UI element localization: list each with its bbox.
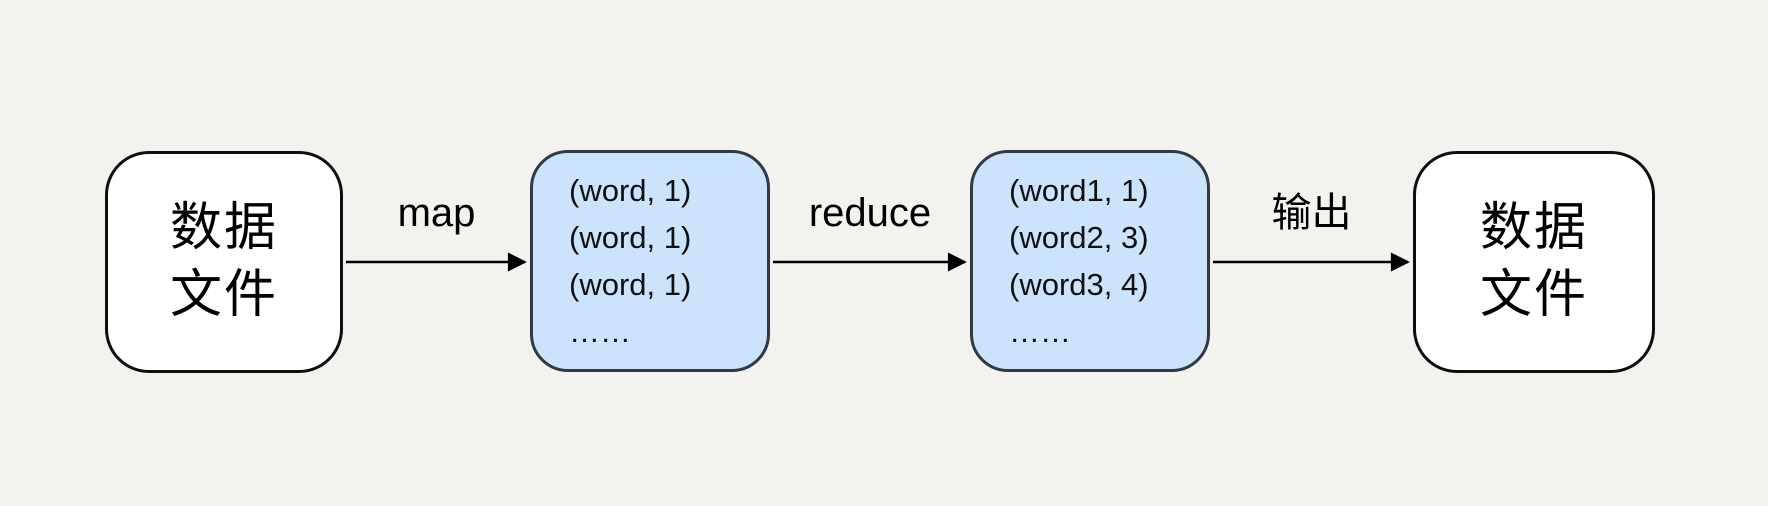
node-output-data-file: 数据 文件 <box>1413 151 1655 373</box>
ellipsis-line: …… <box>569 314 631 349</box>
node-input-data-file: 数据 文件 <box>105 151 343 373</box>
tuple-line: (word2, 3) <box>1009 220 1149 255</box>
tuple-line: (word3, 4) <box>1009 267 1149 302</box>
tuple-line: (word1, 1) <box>1009 173 1149 208</box>
edge-label-output: 输出 <box>1271 191 1352 235</box>
tuple-line: (word, 1) <box>569 173 692 208</box>
edge-label-map: map <box>397 191 476 235</box>
node-reduce-output: (word1, 1) (word2, 3) (word3, 4) …… <box>970 150 1210 372</box>
node-label-line: 文件 <box>1479 266 1588 324</box>
node-map-output: (word, 1) (word, 1) (word, 1) …… <box>530 150 770 372</box>
tuple-line: (word, 1) <box>569 267 692 302</box>
node-label-line: 数据 <box>169 199 278 257</box>
node-label-line: 文件 <box>169 266 278 324</box>
edge-label-reduce: reduce <box>808 191 932 235</box>
node-label-line: 数据 <box>1479 199 1588 257</box>
ellipsis-line: …… <box>1009 314 1071 349</box>
tuple-line: (word, 1) <box>569 220 692 255</box>
